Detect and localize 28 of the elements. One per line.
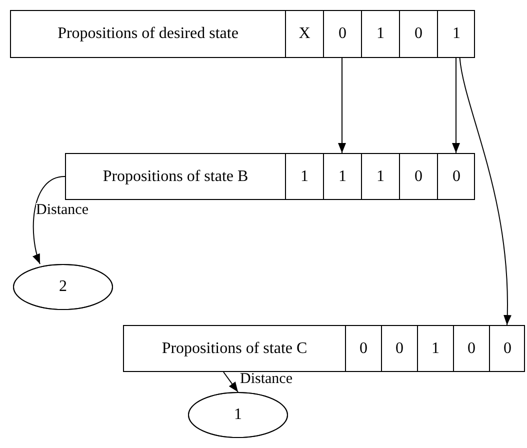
value-field: 1 <box>361 11 399 57</box>
record-label: Propositions of state B <box>102 166 248 186</box>
value-field: 1 <box>361 154 399 199</box>
arrow <box>452 58 460 154</box>
arrow <box>338 58 346 154</box>
value-field: 0 <box>345 326 381 371</box>
arrow <box>459 58 512 326</box>
value-field: 1 <box>417 326 453 371</box>
value-field: 0 <box>453 326 489 371</box>
value-field: 0 <box>381 326 417 371</box>
arrow <box>223 372 238 392</box>
ellipse-node: 1 <box>188 392 288 438</box>
value-field: 0 <box>399 11 437 57</box>
value-field: 1 <box>323 154 361 199</box>
record-box <box>65 153 475 200</box>
arrow <box>32 176 66 264</box>
value-field: 0 <box>399 154 437 199</box>
value-field: 1 <box>285 154 323 199</box>
record-label: Propositions of state C <box>162 338 308 358</box>
ellipse-node: 2 <box>13 264 113 310</box>
value-field: 1 <box>437 11 475 57</box>
value-field: 0 <box>437 154 475 199</box>
record-box <box>10 10 475 58</box>
value-field: 0 <box>489 326 525 371</box>
value-field: 0 <box>323 11 361 57</box>
record-box <box>123 325 525 372</box>
value-field: X <box>285 11 323 57</box>
record-label: Propositions of desired state <box>58 24 238 44</box>
